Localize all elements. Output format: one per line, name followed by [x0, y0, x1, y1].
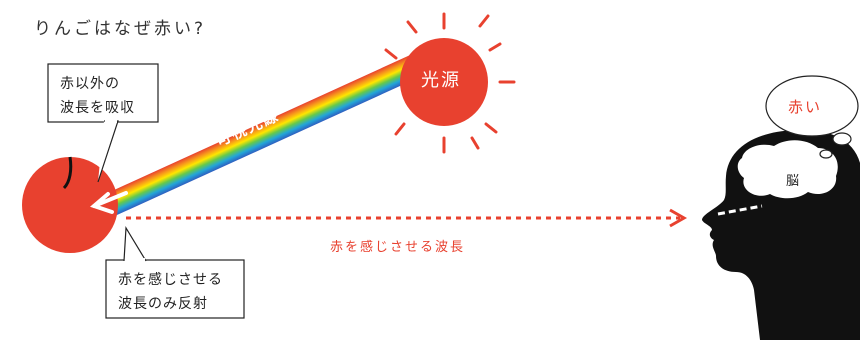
light-source-sun [400, 38, 488, 126]
reflect-callout-text: 赤を感じさせる 波長のみ反射 [118, 268, 223, 316]
callout-box-absorb [47, 63, 159, 183]
absorb-arrow-icon [90, 191, 128, 214]
reflected-wave-arrowhead [669, 208, 688, 228]
absorb-callout-text: 赤以外の 波長を吸収 [60, 72, 135, 120]
thought-bubble [765, 75, 859, 159]
reflect-line-2: 波長のみ反射 [118, 296, 208, 312]
light-source-label: 光源 [421, 70, 461, 91]
page-title: りんごはなぜ赤い? [34, 19, 207, 39]
visible-light-beam [105, 46, 439, 216]
absorb-line-2: 波長を吸収 [60, 100, 135, 116]
apple [22, 157, 118, 253]
brain-icon [737, 140, 838, 199]
reflected-wave-label: 赤を感じさせる波長 [330, 240, 466, 255]
apple-stem [62, 156, 73, 190]
eye-to-brain-line [717, 204, 763, 216]
thought-text: 赤い [788, 98, 823, 116]
sun-rays [384, 12, 516, 154]
brain-label: 脳 [786, 174, 800, 189]
absorb-line-1: 赤以外の [60, 76, 120, 92]
reflect-line-1: 赤を感じさせる [118, 272, 223, 288]
callout-box-reflect [105, 226, 245, 319]
